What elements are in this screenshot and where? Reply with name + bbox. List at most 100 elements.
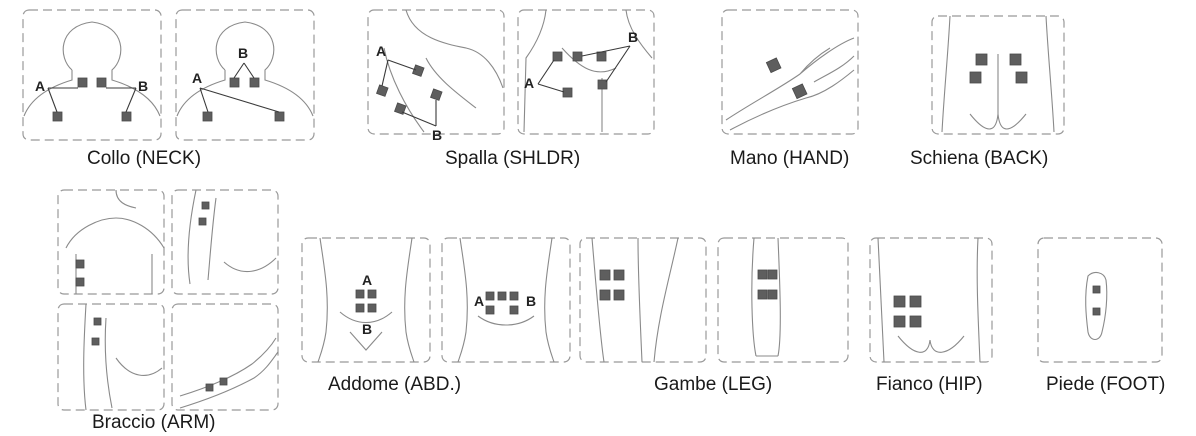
shoulder-right-lead-a <box>538 60 564 92</box>
abdomen-left-outline <box>318 238 414 362</box>
shoulder-caption: Spalla (SHLDR) <box>445 148 580 170</box>
abdomen-left-marker-a: A <box>362 272 372 288</box>
hand-caption: Mano (HAND) <box>730 148 849 170</box>
neck-left-pad-b1 <box>97 78 106 87</box>
back-caption: Schiena (BACK) <box>910 148 1048 170</box>
abdomen-left-pad-1 <box>356 290 364 298</box>
arm-bottom-left-frame <box>58 304 164 410</box>
neck-left-marker-b: B <box>138 78 148 94</box>
arm-top-right-pad-2 <box>199 218 206 225</box>
arm-top-right-frame <box>172 190 278 294</box>
arm-bottom-right-pad-1 <box>206 384 213 391</box>
shoulder-left-pad-4 <box>431 89 443 101</box>
shoulder-placement-diagram: A B A B <box>366 8 656 136</box>
hand-outline <box>726 38 854 130</box>
leg-left-pad-4 <box>614 290 624 300</box>
abdomen-left-marker-b: B <box>362 321 372 337</box>
hip-pad-2 <box>910 296 921 307</box>
neck-right-pad-b2 <box>250 78 259 87</box>
abdomen-caption: Addome (ABD.) <box>328 374 461 396</box>
foot-pad-1 <box>1093 286 1100 293</box>
neck-left-lead-b <box>106 88 136 112</box>
arm-top-left-pad-2 <box>76 278 84 286</box>
hand-pad-1 <box>766 58 781 73</box>
back-pad-3 <box>970 72 981 83</box>
hip-placement-diagram <box>868 236 994 366</box>
neck-left-frame <box>23 10 161 140</box>
abdomen-right-pad-1 <box>486 292 494 300</box>
back-pad-4 <box>1016 72 1027 83</box>
arm-bottom-right-frame <box>172 304 278 410</box>
shoulder-left-marker-a: A <box>376 43 386 59</box>
shoulder-left-marker-b: B <box>432 127 442 143</box>
neck-placement-panel: A B B A <box>20 8 316 144</box>
abdomen-right-pad-4 <box>486 306 494 314</box>
shoulder-right-lead-b <box>582 46 630 82</box>
foot-pad-2 <box>1093 308 1100 315</box>
arm-bottom-right-outline <box>180 338 278 408</box>
shoulder-left-lead-b <box>402 100 436 126</box>
neck-left-pad-a1 <box>78 78 87 87</box>
shoulder-right-marker-a: A <box>524 75 534 91</box>
neck-left-pad-a2 <box>53 112 62 121</box>
neck-left-lead-a <box>48 88 78 112</box>
back-placement-diagram <box>930 14 1066 136</box>
shoulder-right-marker-b: B <box>628 29 638 45</box>
hand-pad-2 <box>792 84 807 99</box>
arm-bottom-right-pad-2 <box>220 378 227 385</box>
back-pad-1 <box>976 54 987 65</box>
leg-left-pad-2 <box>614 270 624 280</box>
leg-right-frame <box>718 238 848 362</box>
shoulder-right-pad-2 <box>573 52 582 61</box>
back-placement-panel <box>930 14 1066 136</box>
foot-placement-panel <box>1036 236 1164 366</box>
neck-right-pad-b1 <box>230 78 239 87</box>
leg-left-pad-1 <box>600 270 610 280</box>
abdomen-right-marker-b: B <box>526 293 536 309</box>
abdomen-placement-panel: A B A B <box>300 236 572 366</box>
back-pad-2 <box>1010 54 1021 65</box>
abdomen-left-frame <box>302 238 430 362</box>
shoulder-left-pad-1 <box>377 85 389 97</box>
abdomen-left-pad-3 <box>356 304 364 312</box>
shoulder-left-lead-a <box>382 60 416 86</box>
abdomen-right-pad-5 <box>510 306 518 314</box>
leg-left-frame <box>580 238 706 362</box>
foot-frame <box>1038 238 1162 362</box>
hand-placement-panel <box>720 8 860 136</box>
arm-caption: Braccio (ARM) <box>92 412 216 434</box>
shoulder-right-pad-4 <box>598 80 607 89</box>
leg-right-pad-1 <box>758 270 767 279</box>
abdomen-left-pad-4 <box>368 304 376 312</box>
neck-left-marker-a: A <box>35 78 45 94</box>
neck-right-lead-a <box>200 88 279 112</box>
neck-right-marker-a: A <box>192 70 202 86</box>
abdomen-right-pad-2 <box>498 292 506 300</box>
leg-right-pad-2 <box>768 270 777 279</box>
arm-placement-panel <box>56 188 282 414</box>
neck-left-head-outline <box>24 22 160 116</box>
shoulder-placement-panel: A B A B <box>366 8 656 136</box>
leg-right-pad-3 <box>758 290 767 299</box>
neck-placement-diagram: A B B A <box>20 8 316 144</box>
hip-caption: Fianco (HIP) <box>876 374 983 396</box>
foot-caption: Piede (FOOT) <box>1046 374 1165 396</box>
abdomen-right-marker-a: A <box>474 293 484 309</box>
arm-placement-diagram <box>56 188 282 414</box>
hip-outline <box>878 238 980 362</box>
foot-outline <box>1086 273 1107 340</box>
back-outline <box>942 16 1054 132</box>
neck-right-lead-b <box>234 63 254 78</box>
leg-right-pad-4 <box>768 290 777 299</box>
neck-right-pad-a1 <box>203 112 212 121</box>
hip-pad-1 <box>894 296 905 307</box>
shoulder-right-pad-5 <box>563 88 572 97</box>
arm-top-right-pad-1 <box>202 202 209 209</box>
neck-left-pad-b2 <box>122 112 131 121</box>
shoulder-right-pad-3 <box>597 52 606 61</box>
hip-placement-panel <box>868 236 994 366</box>
leg-caption: Gambe (LEG) <box>654 374 772 396</box>
hip-pad-3 <box>894 316 905 327</box>
abdomen-left-pad-2 <box>368 290 376 298</box>
arm-top-left-frame <box>58 190 164 294</box>
